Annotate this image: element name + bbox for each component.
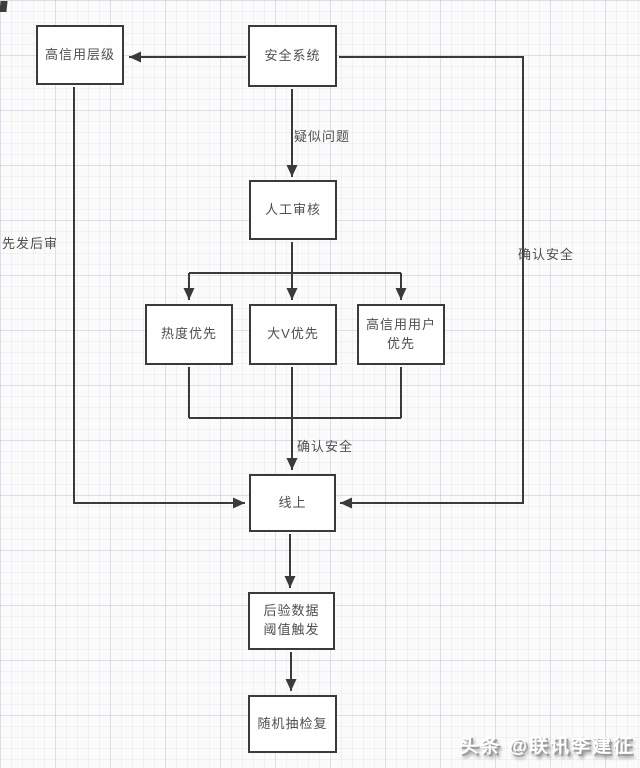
node-label: 后验数据阈值触发	[263, 603, 320, 637]
corner-artifact	[0, 1, 8, 12]
edge-label-confirm-safe-right: 确认安全	[518, 247, 575, 262]
node-online: 线上	[249, 474, 336, 532]
edge-label-publish-first-review-later: 先发后审	[2, 236, 59, 251]
node-big-v-priority: 大V优先	[249, 304, 337, 365]
node-heat-priority: 热度优先	[145, 304, 233, 365]
watermark-toutiao: 头条 @联讯李建征	[459, 736, 634, 757]
edge-highcredit-to-online-left	[73, 87, 245, 509]
node-manual-review: 人工审核	[249, 180, 337, 240]
node-label: 人工审核	[264, 201, 321, 217]
node-label: 热度优先	[160, 326, 217, 342]
edge-security-to-online-right	[339, 56, 524, 509]
node-label: 大V优先	[267, 326, 319, 342]
node-posterior-data-threshold: 后验数据阈值触发	[248, 592, 335, 650]
node-label: 线上	[278, 494, 307, 510]
node-high-credit-user-priority: 高信用用户优先	[357, 304, 445, 365]
node-random-spot-recheck: 随机抽检复	[248, 695, 337, 753]
node-label: 高信用层级	[45, 46, 116, 62]
node-label: 随机抽检复	[257, 715, 328, 731]
edge-label-suspected-issue: 疑似问题	[294, 129, 351, 144]
node-security-system: 安全系统	[248, 25, 337, 87]
node-label: 安全系统	[264, 47, 321, 63]
node-label: 高信用用户优先	[366, 316, 437, 351]
node-high-credit-tier: 高信用层级	[36, 25, 124, 85]
edge-label-confirm-safe-center: 确认安全	[297, 439, 354, 454]
